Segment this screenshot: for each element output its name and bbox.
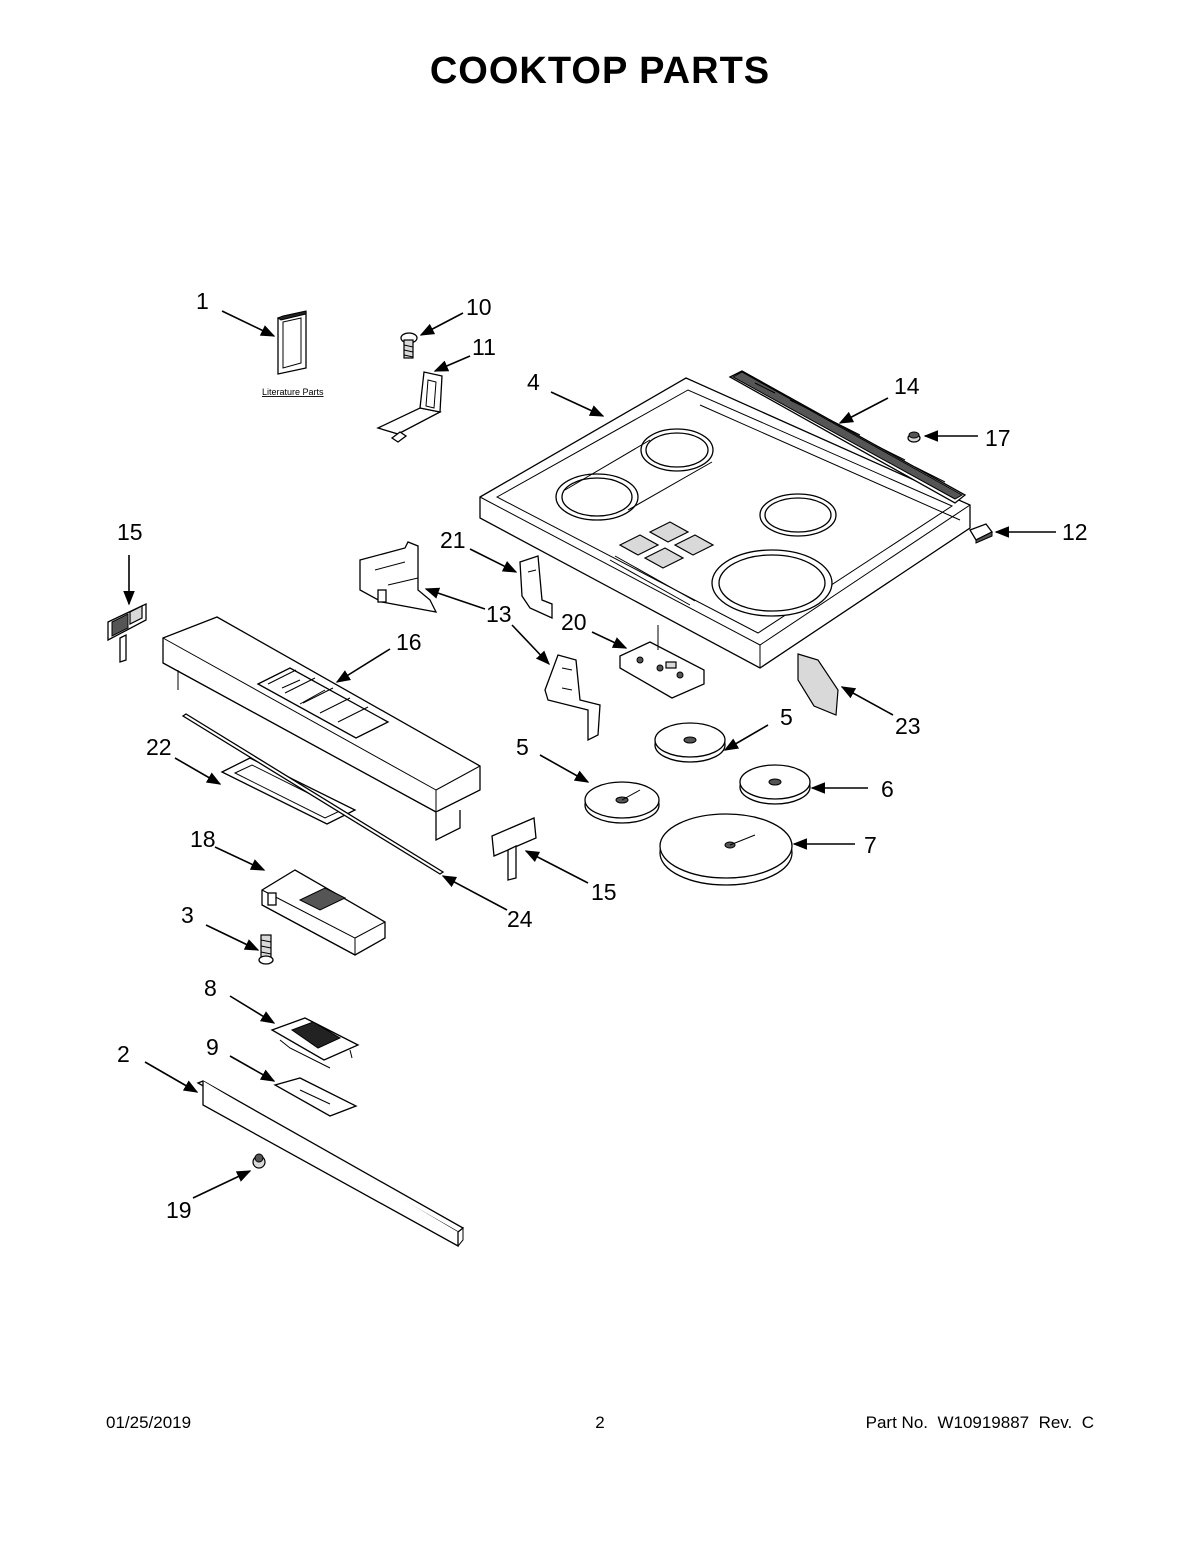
plug-part [252, 1153, 266, 1169]
cooktop-glass-part [479, 377, 971, 669]
callout-4: 4 [527, 369, 540, 395]
callout-15-right: 15 [591, 879, 617, 905]
small-bracket-part [519, 555, 553, 620]
bottom-trim-part [196, 1080, 465, 1248]
callout-7: 7 [864, 832, 877, 858]
screw-part-3 [258, 934, 274, 965]
callout-22: 22 [146, 734, 172, 760]
footer-date: 01/25/2019 [106, 1413, 192, 1432]
callout-20: 20 [561, 609, 587, 635]
callout-23: 23 [895, 713, 921, 739]
callout-5-right: 5 [780, 704, 793, 730]
callout-16: 16 [396, 629, 422, 655]
element-part-5-left [584, 781, 660, 824]
footer-page-number: 2 [595, 1413, 605, 1432]
leader-lines [123, 310, 1056, 1199]
touch-control-part [270, 1017, 360, 1069]
clip-part [969, 523, 993, 544]
footer-part-number: Part No. W10919887 Rev. C [865, 1413, 1094, 1432]
gasket-part [220, 757, 357, 825]
control-panel-part [162, 616, 481, 842]
callout-17: 17 [985, 425, 1011, 451]
callout-24: 24 [507, 906, 533, 932]
callout-3: 3 [181, 902, 194, 928]
switch-part-right [491, 817, 537, 881]
callout-9: 9 [206, 1034, 219, 1060]
callout-8: 8 [204, 975, 217, 1001]
element-part-7 [659, 813, 793, 886]
bracket-part [376, 371, 443, 443]
literature-parts-label: Literature Parts [262, 387, 324, 397]
callout-10: 10 [466, 294, 492, 320]
bumper-part [907, 431, 921, 443]
callout-12: 12 [1062, 519, 1088, 545]
callout-2: 2 [117, 1041, 130, 1067]
callout-19: 19 [166, 1197, 192, 1223]
callout-15-left: 15 [117, 519, 143, 545]
callout-13: 13 [486, 601, 512, 627]
insulation-part [797, 653, 839, 716]
callout-1: 1 [196, 288, 209, 314]
element-part-6 [739, 764, 811, 805]
callout-6: 6 [881, 776, 894, 802]
plate-bracket-part [273, 1077, 358, 1117]
center-bracket-part [544, 654, 601, 742]
literature-parts: Literature Parts [262, 310, 324, 397]
control-module-part [261, 869, 386, 956]
callout-5-left: 5 [516, 734, 529, 760]
element-part-5-right [654, 722, 726, 763]
rear-trim-part [728, 370, 967, 504]
callout-11: 11 [472, 334, 496, 360]
callout-labels: 1 10 11 4 14 17 15 21 12 13 20 16 23 5 5… [117, 288, 1088, 1223]
callout-14: 14 [894, 373, 920, 399]
switch-part-left [107, 602, 147, 663]
control-board-part [619, 625, 705, 699]
side-bracket-part [359, 541, 438, 613]
callout-21: 21 [440, 527, 466, 553]
rod-part [181, 713, 445, 875]
screw-part [400, 332, 418, 359]
callout-18: 18 [190, 826, 216, 852]
page-title: COOKTOP PARTS [429, 50, 771, 92]
